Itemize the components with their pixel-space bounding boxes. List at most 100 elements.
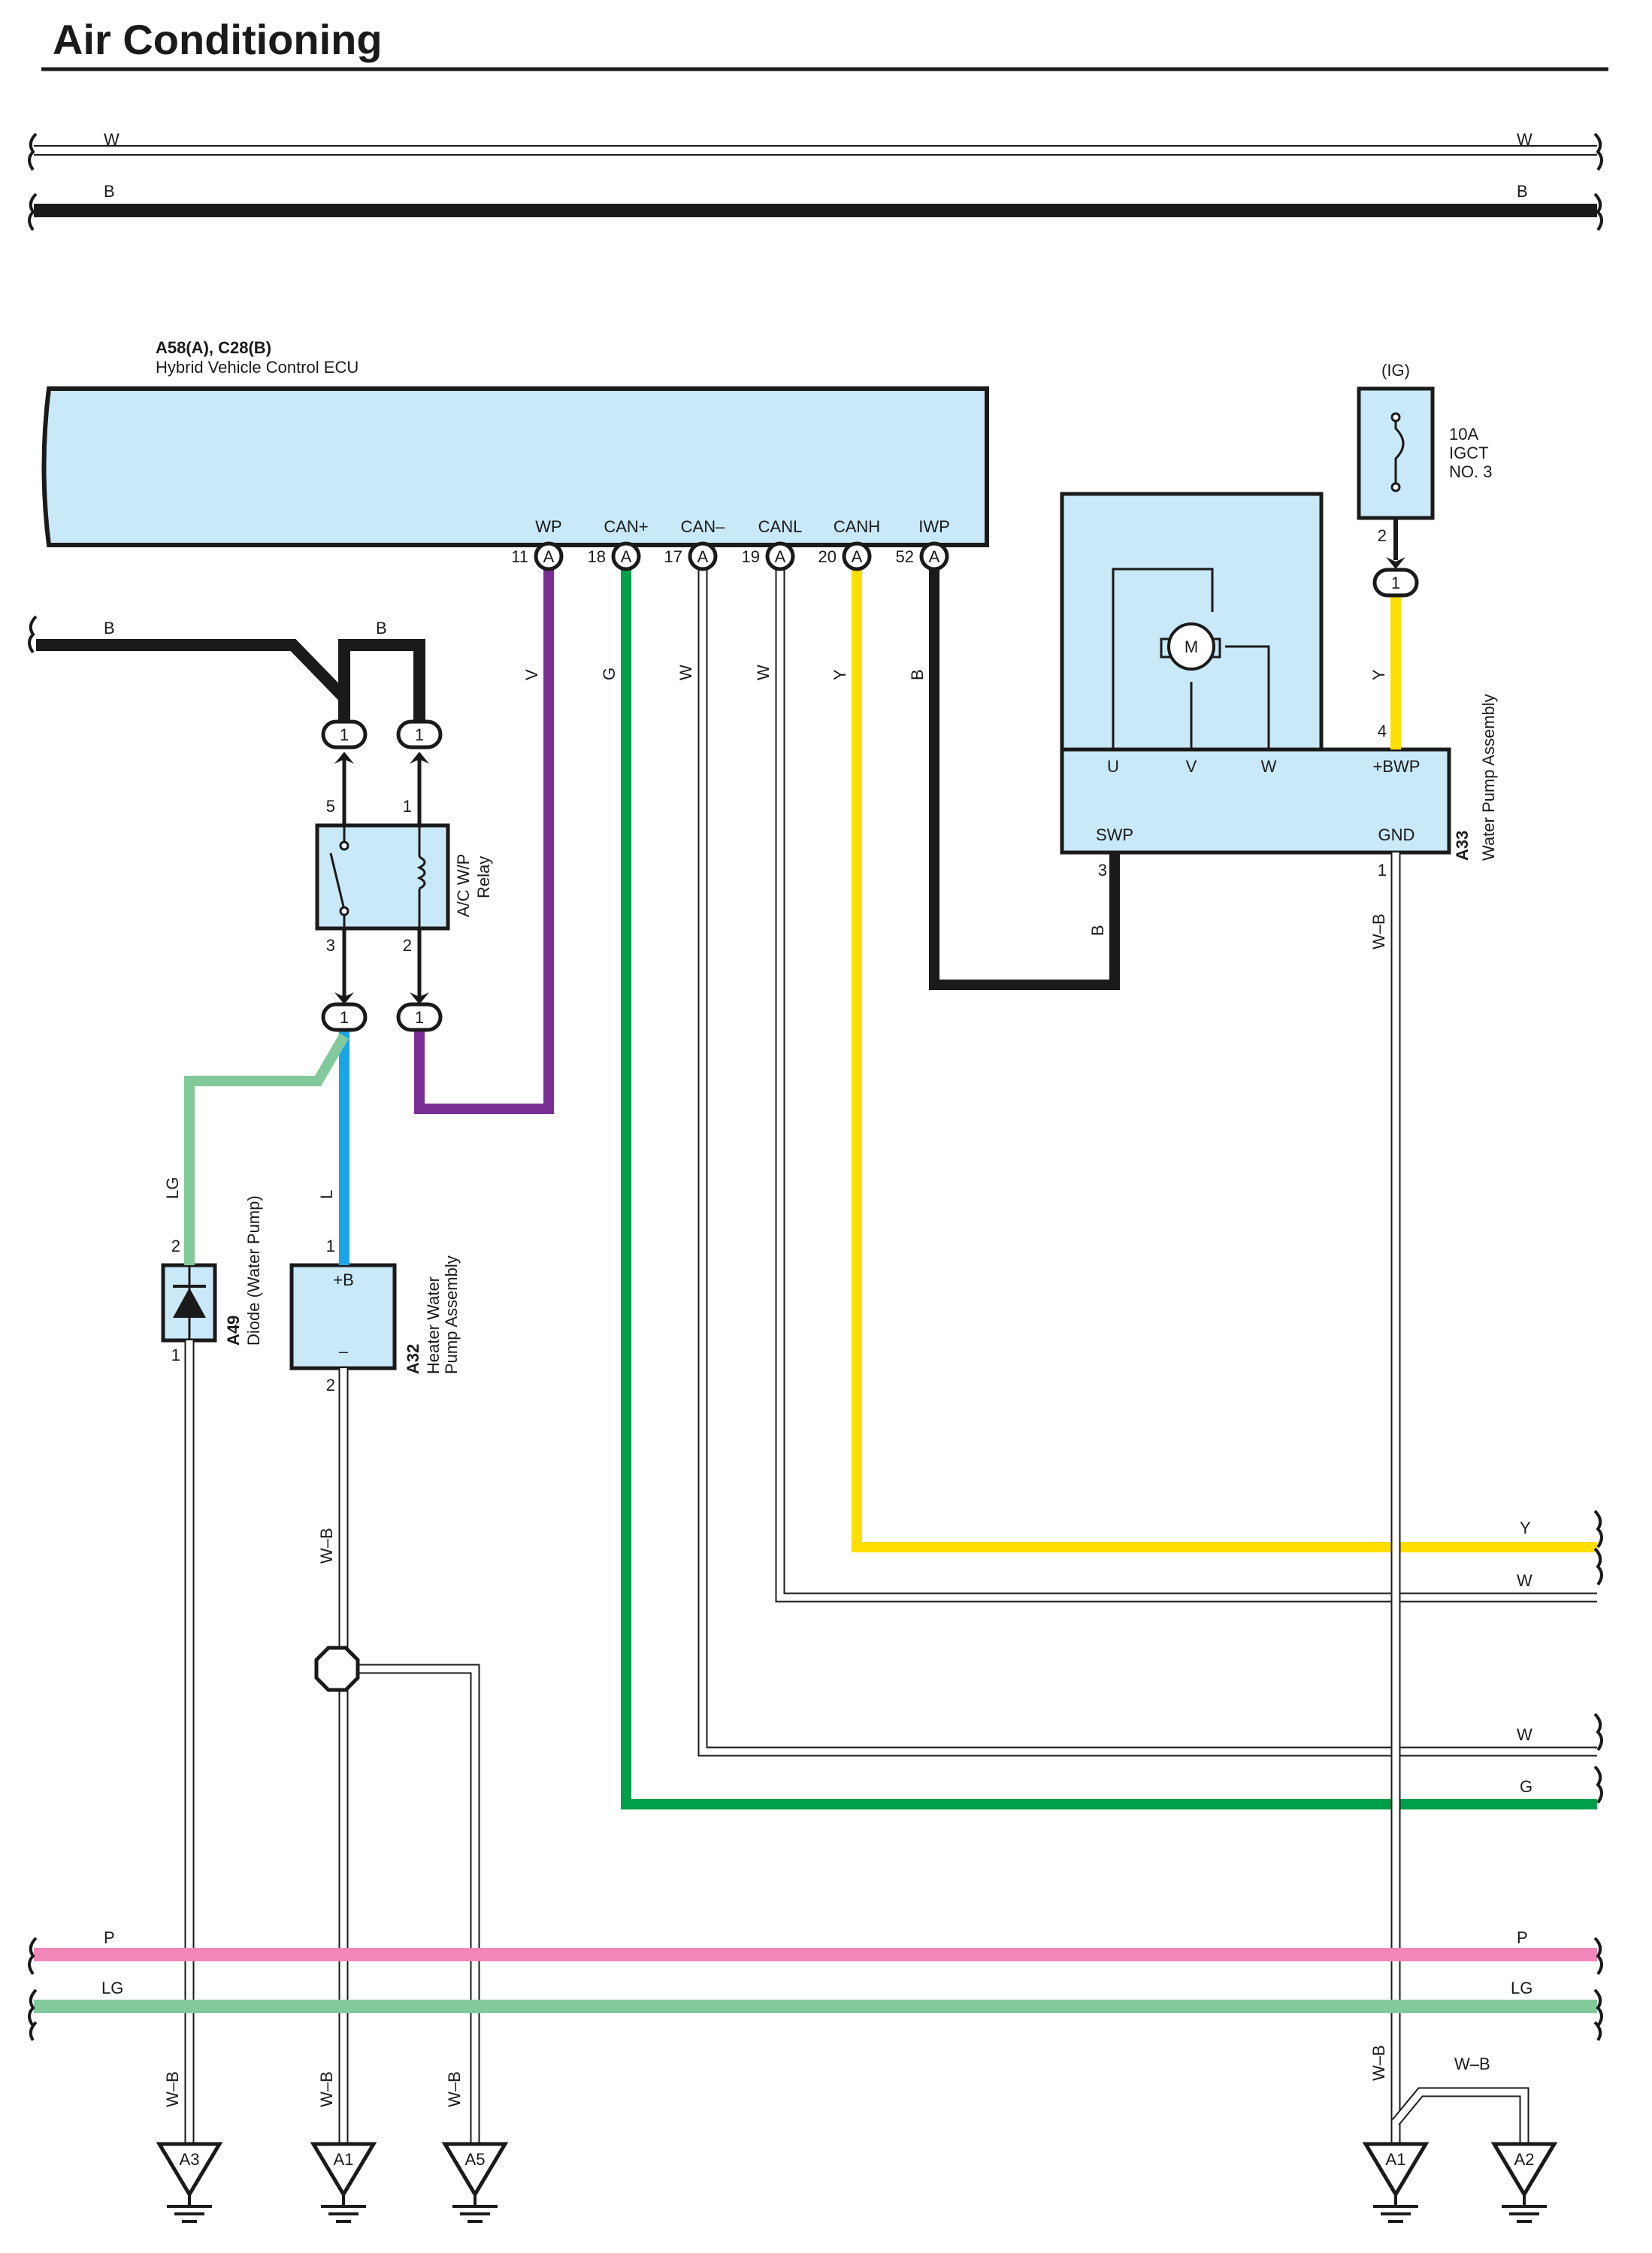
connector-fuse: 1 xyxy=(1372,568,1419,598)
ground-a2-4: A2 xyxy=(1490,2142,1558,2223)
bus-b-label-right: B xyxy=(1517,182,1528,201)
ecu-pin-connector-4: A xyxy=(842,541,872,571)
wire-w-canl xyxy=(775,569,1597,1603)
wire-label-b: B xyxy=(908,669,927,680)
arrow-relay-3 xyxy=(334,992,354,1004)
svg-text:1: 1 xyxy=(1391,574,1400,592)
diode-ref: A49 xyxy=(224,1316,243,1346)
ecu-pin-name-wp: WP xyxy=(535,517,561,536)
bus-p: P P xyxy=(34,1928,1597,1961)
ecu-pin-connector-5: A xyxy=(919,541,949,571)
wire-label-gnd-a1: W–B xyxy=(317,2071,336,2107)
ecu-pin-num-20: 20 xyxy=(818,547,837,566)
wire-label-y: Y xyxy=(831,669,849,680)
connector-relay-3: 1 xyxy=(321,1002,368,1032)
heater-pump-pin-bottom: 2 xyxy=(326,1376,335,1394)
wires xyxy=(36,569,1597,2182)
wire-label-right-w1: W xyxy=(1517,1571,1532,1590)
wire-lg xyxy=(184,1033,349,1265)
break-mark-right-mid xyxy=(1593,1510,1603,1804)
relay-name2: Relay xyxy=(474,856,493,898)
wp-terminal-w: W xyxy=(1261,757,1277,776)
relay-pin-3: 3 xyxy=(326,936,335,955)
relay-box xyxy=(315,823,450,931)
connector-relay-2: 1 xyxy=(396,1002,443,1032)
fuse-terminal-top xyxy=(1390,412,1401,422)
heater-pump-name1: Heater Water xyxy=(424,1276,443,1374)
heater-pump-terminal-minus: – xyxy=(339,1342,349,1361)
ground-symbol xyxy=(441,2142,509,2198)
wire-label-gnd-wb: W–B xyxy=(1369,913,1388,949)
relay-contact-top xyxy=(339,840,349,851)
svg-text:A: A xyxy=(775,547,786,566)
wire-label-right-g: G xyxy=(1520,1777,1532,1796)
ground-a5-2: A5 xyxy=(441,2142,509,2223)
wire-label-gnd-a3: W–B xyxy=(163,2071,182,2107)
arrow-relay-1 xyxy=(410,752,429,764)
ground-symbol xyxy=(310,2142,377,2198)
splice-point xyxy=(314,1646,360,1692)
svg-text:A: A xyxy=(697,547,709,566)
ecu-name: Hybrid Vehicle Control ECU xyxy=(156,358,359,377)
ecu-pin-name-iwp: IWP xyxy=(918,517,950,536)
relay-pin-2: 2 xyxy=(403,936,412,955)
ecu-pin-name-canh: CANH xyxy=(834,517,880,536)
ecu-pin-num-11: 11 xyxy=(511,547,528,566)
wire-label-bwp-y: Y xyxy=(1369,669,1388,680)
ground-symbol xyxy=(156,2142,223,2198)
break-mark-top-left xyxy=(28,132,38,232)
bus-b-top: B B xyxy=(34,182,1597,217)
bus-w-label-left: W xyxy=(104,130,120,149)
wire-b-relay-5 xyxy=(36,639,350,734)
ecu-pin-connector-1: A xyxy=(611,541,641,571)
ecu-pin-num-17: 17 xyxy=(664,547,682,566)
wire-label-g: G xyxy=(600,668,619,680)
wire-label-right-w2: W xyxy=(1517,1725,1532,1744)
wp-terminal-u: U xyxy=(1107,757,1119,776)
wire-label-w1: W xyxy=(676,665,695,680)
motor-symbol xyxy=(1112,568,1270,749)
wire-wb-a2 xyxy=(1391,2087,1529,2182)
wire-labels: B B V G W W Y B Y B W–B LG L W–B Y W W G… xyxy=(104,619,1532,2107)
fuse-name2: NO. 3 xyxy=(1449,462,1492,481)
wire-label-swp-b: B xyxy=(1088,925,1107,936)
bus-b-label-left: B xyxy=(104,182,115,201)
fuse-box xyxy=(1357,386,1435,520)
wire-label-gnd-a5: W–B xyxy=(445,2071,464,2107)
wire-label-gnd-a1-right: W–B xyxy=(1369,2045,1388,2081)
wire-b-iwp xyxy=(929,569,1120,990)
wire-label-relay-b1: B xyxy=(104,619,115,637)
wire-label-w2: W xyxy=(754,665,773,680)
diode-name: Diode (Water Pump) xyxy=(244,1195,263,1346)
svg-text:A: A xyxy=(543,547,555,566)
relay-pin-1: 1 xyxy=(403,797,412,816)
ground-symbol xyxy=(1490,2142,1558,2198)
wp-terminal-v: V xyxy=(1186,757,1197,776)
water-pump-name: Water Pump Assembly xyxy=(1479,694,1498,861)
ecu-pins: WP CAN+ CAN– CANL CANH IWP 11 18 17 19 2… xyxy=(511,517,950,566)
svg-text:A: A xyxy=(621,547,632,566)
heater-pump-name2: Pump Assembly xyxy=(442,1255,461,1374)
ground-symbol xyxy=(1362,2142,1430,2198)
svg-text:1: 1 xyxy=(415,725,424,744)
wire-label-lg: LG xyxy=(163,1177,182,1199)
wire-label-l: L xyxy=(317,1190,336,1199)
wp-terminal-bwp: +BWP xyxy=(1373,757,1421,776)
wire-b-relay-1 xyxy=(338,639,425,735)
ecu-pin-num-18: 18 xyxy=(588,547,606,566)
svg-text:A: A xyxy=(852,547,863,566)
wire-w-can-minus xyxy=(697,569,1597,1757)
ground-label: A3 xyxy=(180,2150,200,2169)
wp-terminal-gnd: GND xyxy=(1378,825,1415,844)
wp-terminal-swp: SWP xyxy=(1096,825,1133,844)
heater-pump-pin-top: 1 xyxy=(326,1237,335,1255)
ecu-pin-num-19: 19 xyxy=(742,547,760,566)
bus-p-label-right: P xyxy=(1517,1928,1528,1947)
arrow-relay-2 xyxy=(410,992,429,1004)
ecu-pin-name-canl: CANL xyxy=(758,517,803,536)
diode-pin-top: 2 xyxy=(171,1237,180,1255)
ecu-pin-connector-0: A xyxy=(534,541,564,571)
ground-a3-0: A3 xyxy=(156,2142,223,2223)
relay-name: A/C W/P xyxy=(454,854,473,917)
